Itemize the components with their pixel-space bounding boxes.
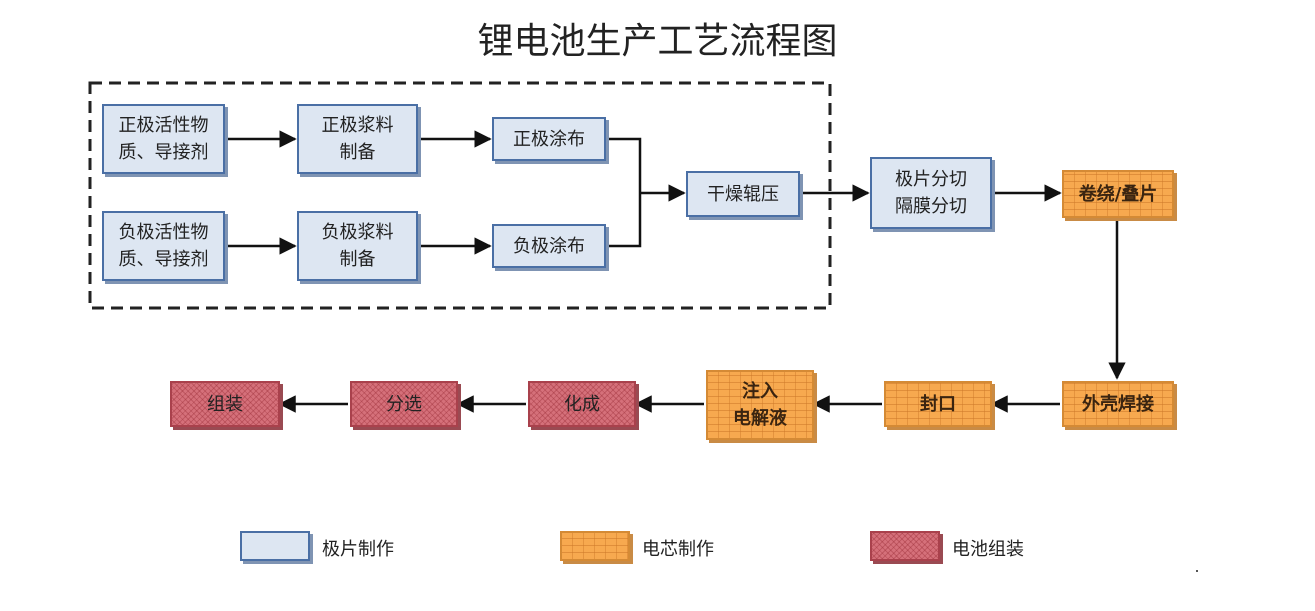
legend-label-cell: 电芯制作 bbox=[642, 539, 714, 560]
node-positive-coating: 正极涂布 bbox=[492, 117, 606, 161]
node-dry-rolling: 干燥辊压 bbox=[686, 171, 800, 217]
edge-coatings-merge bbox=[606, 137, 642, 248]
legend-swatch-cell bbox=[560, 531, 630, 561]
node-positive-material: 正极活性物 质、导接剂 bbox=[102, 104, 225, 174]
legend-label-battery: 电池组装 bbox=[952, 539, 1024, 560]
node-sorting: 分选 bbox=[350, 381, 458, 427]
legend-swatch-battery bbox=[870, 531, 940, 561]
node-shell-welding: 外壳焊接 bbox=[1062, 381, 1174, 427]
node-sealing: 封口 bbox=[884, 381, 992, 427]
node-formation: 化成 bbox=[528, 381, 636, 427]
node-winding: 卷绕/叠片 bbox=[1062, 170, 1174, 218]
stray-dot bbox=[1196, 570, 1198, 572]
diagram-title: 锂电池生产工艺流程图 bbox=[477, 21, 838, 62]
node-assembly: 组装 bbox=[170, 381, 280, 427]
electrode-group-outline bbox=[88, 81, 832, 310]
node-negative-material: 负极活性物 质、导接剂 bbox=[102, 211, 225, 281]
node-negative-coating: 负极涂布 bbox=[492, 224, 606, 268]
node-cutting: 极片分切 隔膜分切 bbox=[870, 157, 992, 229]
node-negative-slurry: 负极浆料 制备 bbox=[297, 211, 418, 281]
legend-swatch-electrode bbox=[240, 531, 310, 561]
node-positive-slurry: 正极浆料 制备 bbox=[297, 104, 418, 174]
legend-label-electrode: 极片制作 bbox=[322, 539, 394, 560]
node-electrolyte-injection: 注入 电解液 bbox=[706, 370, 814, 440]
